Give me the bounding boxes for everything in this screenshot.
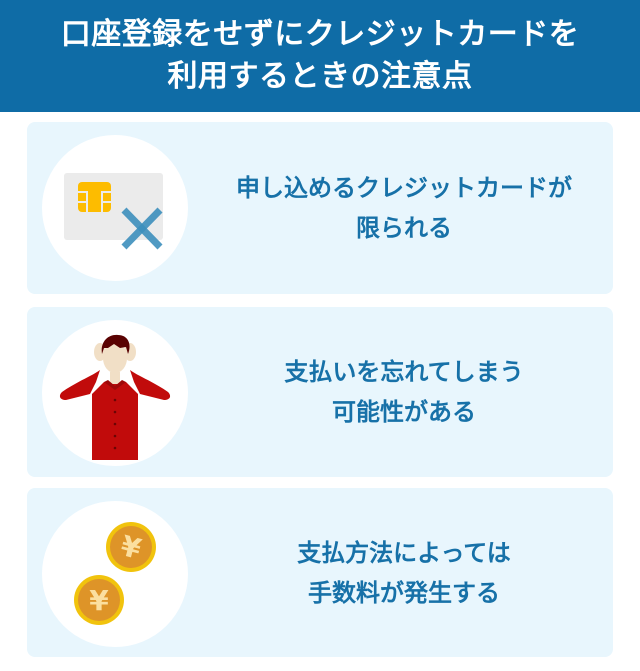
header-title-line1: 口座登録をせずにクレジットカードを: [60, 17, 580, 52]
svg-text:¥: ¥: [89, 584, 109, 617]
card-text-line2: 限られる: [356, 214, 452, 242]
caution-card-fees: ¥ ¥ 支払方法によっては 手数料が発生する: [27, 488, 613, 657]
card-text: 支払方法によっては 手数料が発生する: [195, 488, 613, 657]
card-text-line2: 手数料が発生する: [308, 578, 500, 607]
yen-coins-icon: ¥ ¥: [74, 522, 156, 625]
icon-circle: [42, 135, 188, 281]
card-text: 申し込めるクレジットカードが 限られる: [195, 122, 613, 294]
header-title-line2: 利用するときの注意点: [167, 59, 473, 94]
card-text-line2: 可能性がある: [332, 398, 476, 426]
worried-person-icon: [59, 334, 171, 460]
icon-circle: [42, 320, 188, 466]
credit-card-x-icon: [64, 173, 163, 250]
card-text: 支払いを忘れてしまう 可能性がある: [195, 307, 613, 477]
caution-card-forget-payment: 支払いを忘れてしまう 可能性がある: [27, 307, 613, 477]
caution-card-limited-cards: 申し込めるクレジットカードが 限られる: [27, 122, 613, 294]
card-text-line1: 申し込めるクレジットカードが: [236, 174, 572, 202]
card-text-line1: 支払方法によっては: [297, 538, 511, 567]
icon-circle: ¥ ¥: [42, 501, 188, 647]
card-text-line1: 支払いを忘れてしまう: [284, 358, 524, 386]
page-header: 口座登録をせずにクレジットカードを 利用するときの注意点: [0, 0, 640, 112]
